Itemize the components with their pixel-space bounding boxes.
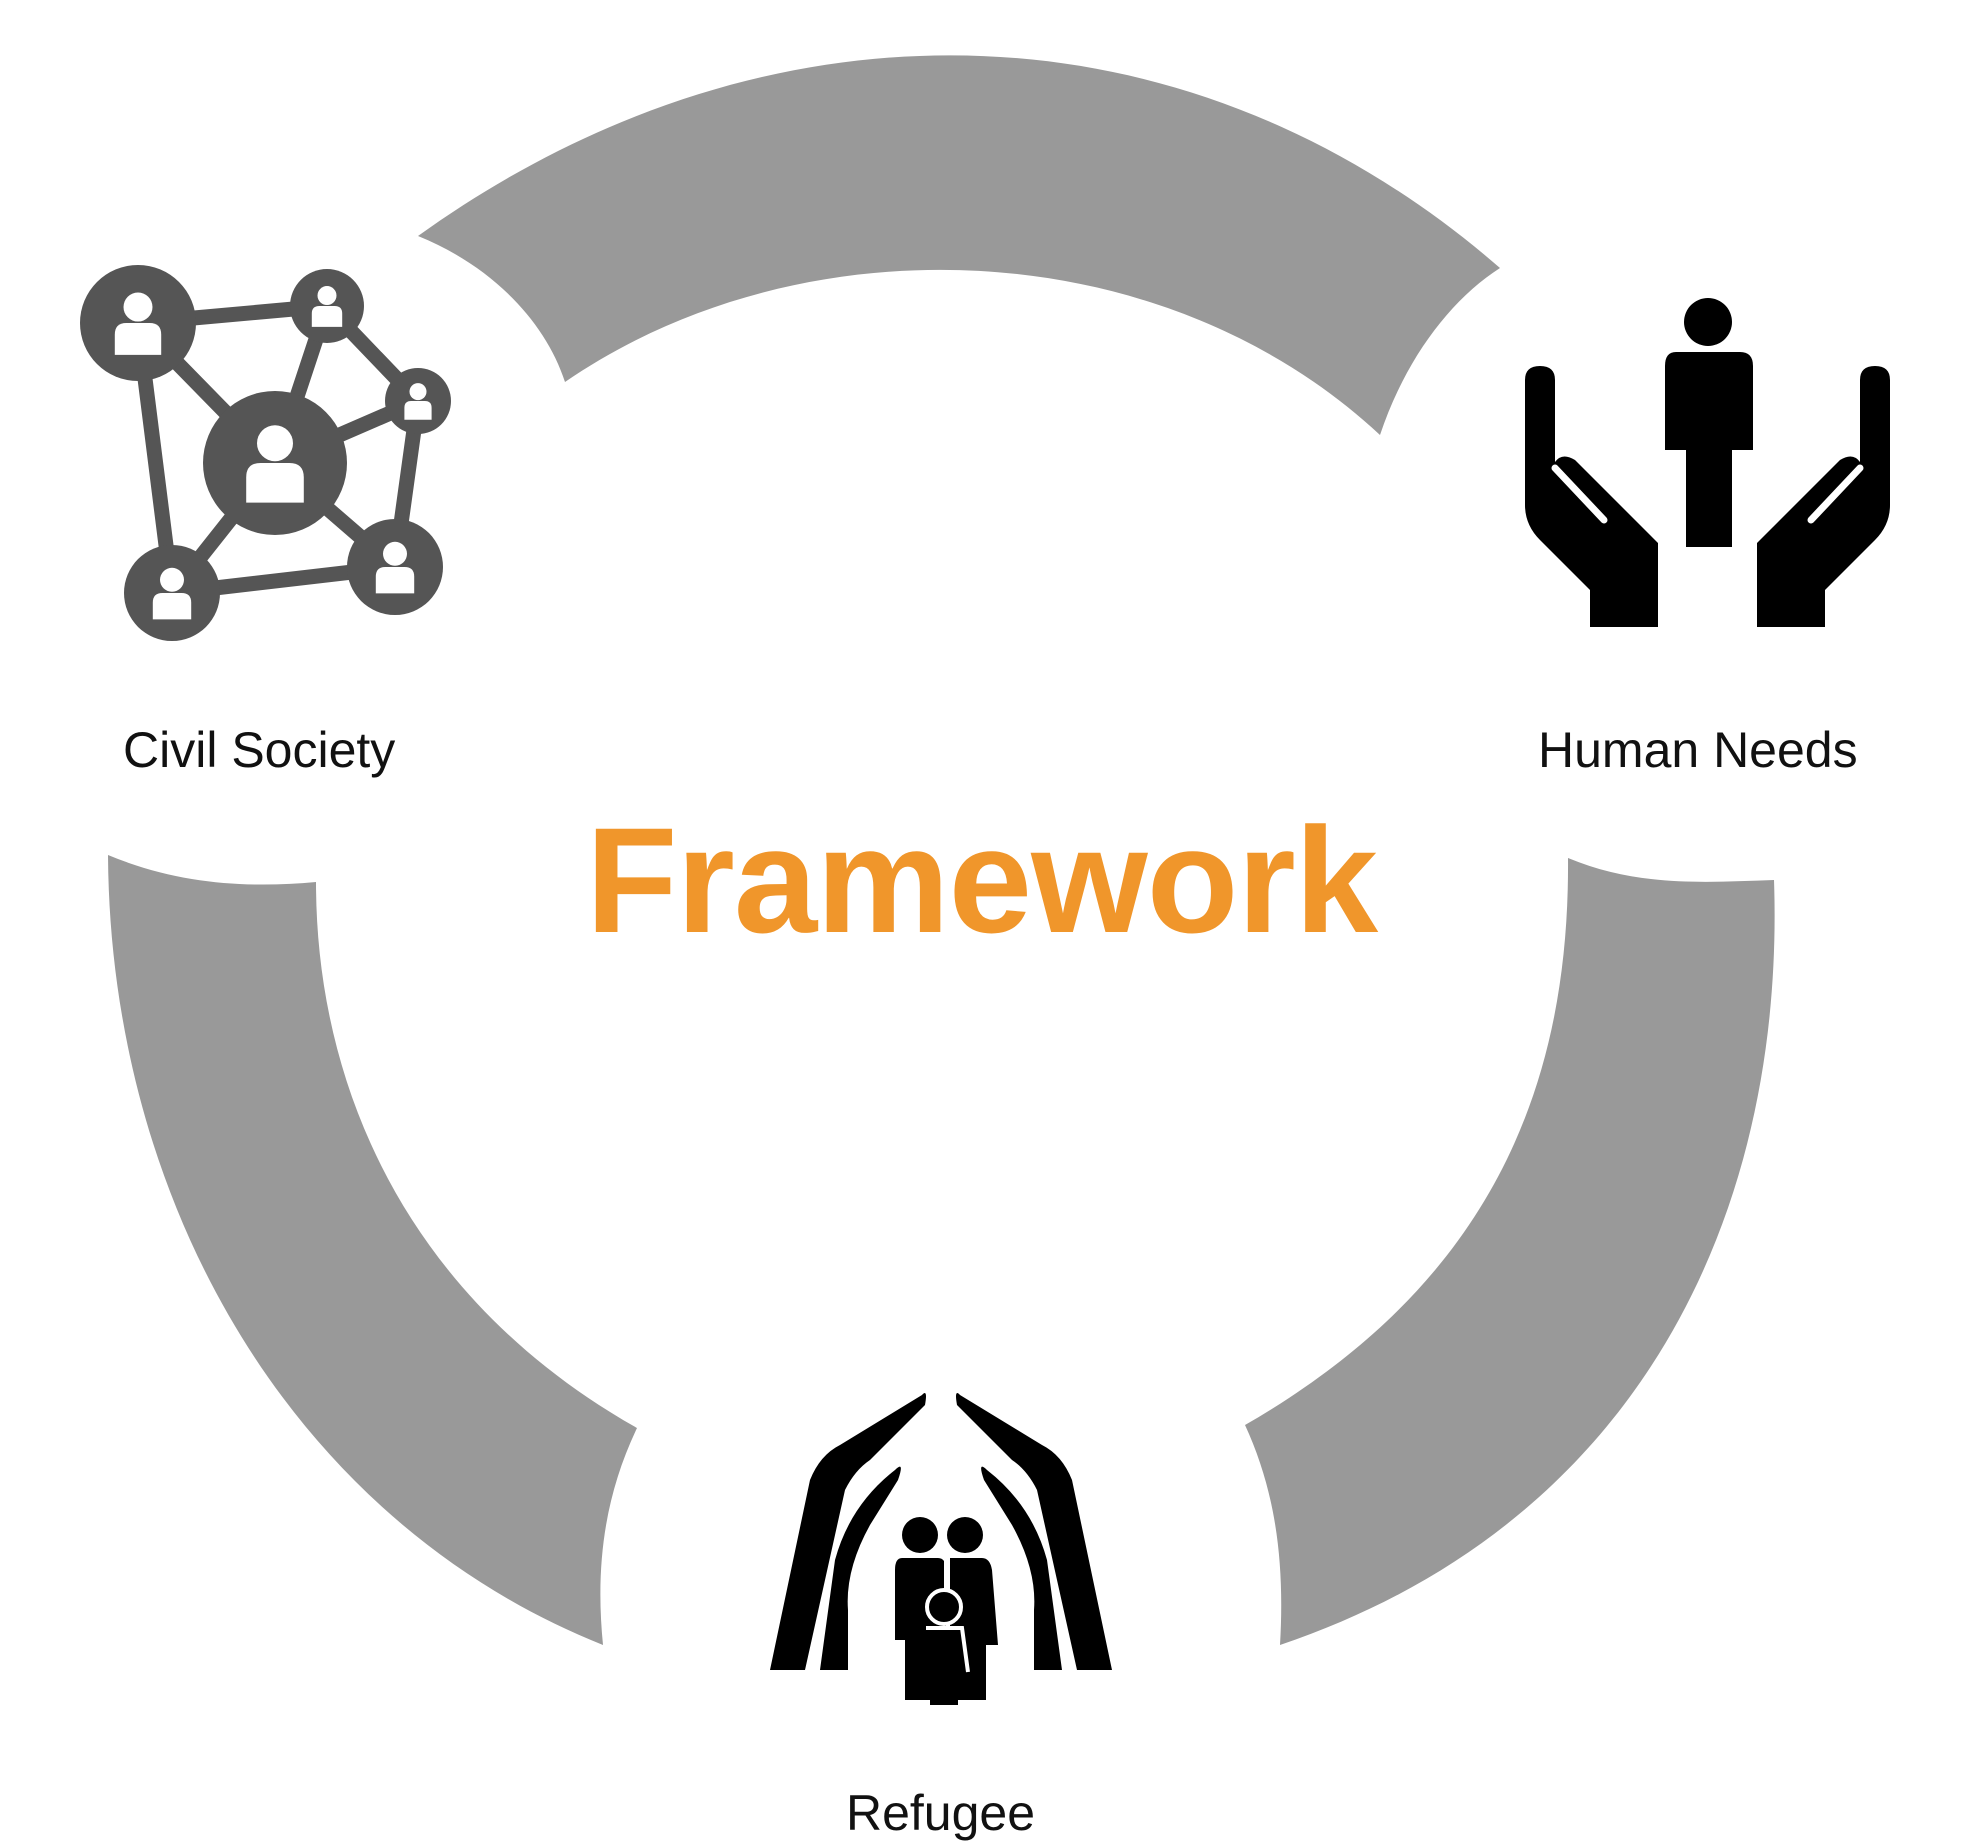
diagram-title: Framework (585, 796, 1378, 964)
arc-left (108, 855, 637, 1645)
label-human-needs: Human Needs (1538, 722, 1858, 778)
label-refugee: Refugee (846, 1785, 1036, 1841)
label-civil-society: Civil Society (123, 722, 396, 778)
arc-right (1245, 858, 1775, 1645)
hands-person-icon (1525, 298, 1890, 627)
cycle-ring (108, 55, 1775, 1645)
hands-family-icon (770, 1392, 1112, 1705)
hands-family-icon-outlines (925, 1558, 970, 1673)
arc-top (418, 55, 1500, 435)
hands-person-icon-highlights (1551, 464, 1864, 524)
network-people-icon (80, 265, 451, 641)
